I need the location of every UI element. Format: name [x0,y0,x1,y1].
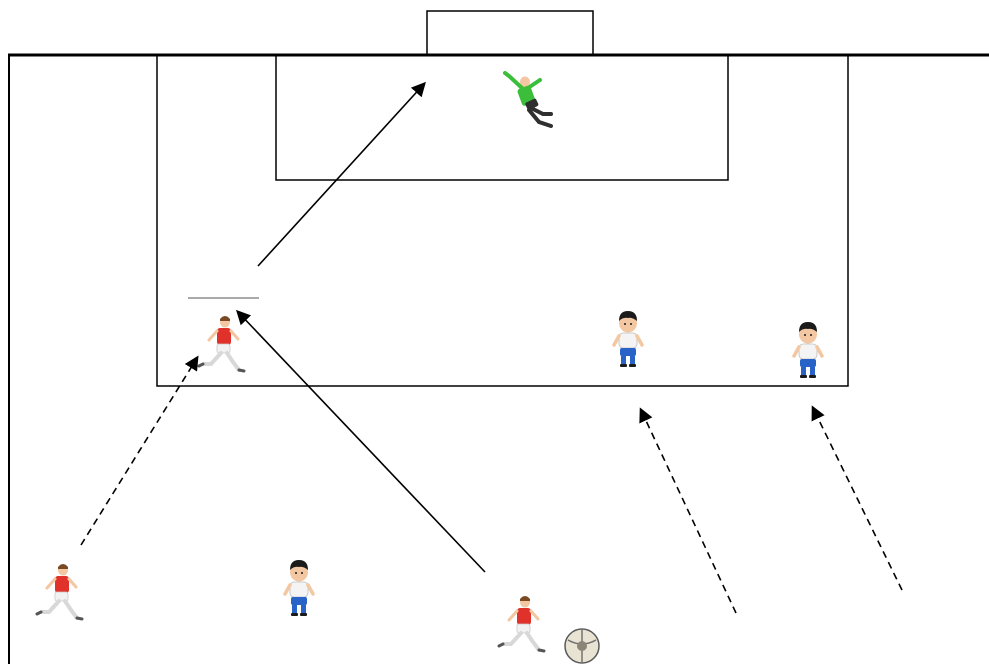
attacker-left-wing [37,564,82,619]
goal-area [276,55,728,180]
goal-frame [427,11,593,55]
attacker-in-box [199,316,244,371]
defender-box-center [614,311,642,367]
shot-arrow [258,84,424,266]
movement-arrows [81,84,902,613]
defender-run-arrow-2 [813,408,902,590]
defender-outside-box [285,560,313,616]
pitch-markings [8,11,989,664]
pass-arrow [238,312,485,572]
attacker-with-ball [499,596,544,651]
soccer-ball [565,629,599,663]
defender-box-right [794,322,822,378]
defender-run-arrow-1 [641,410,736,613]
goalkeeper [505,73,551,126]
